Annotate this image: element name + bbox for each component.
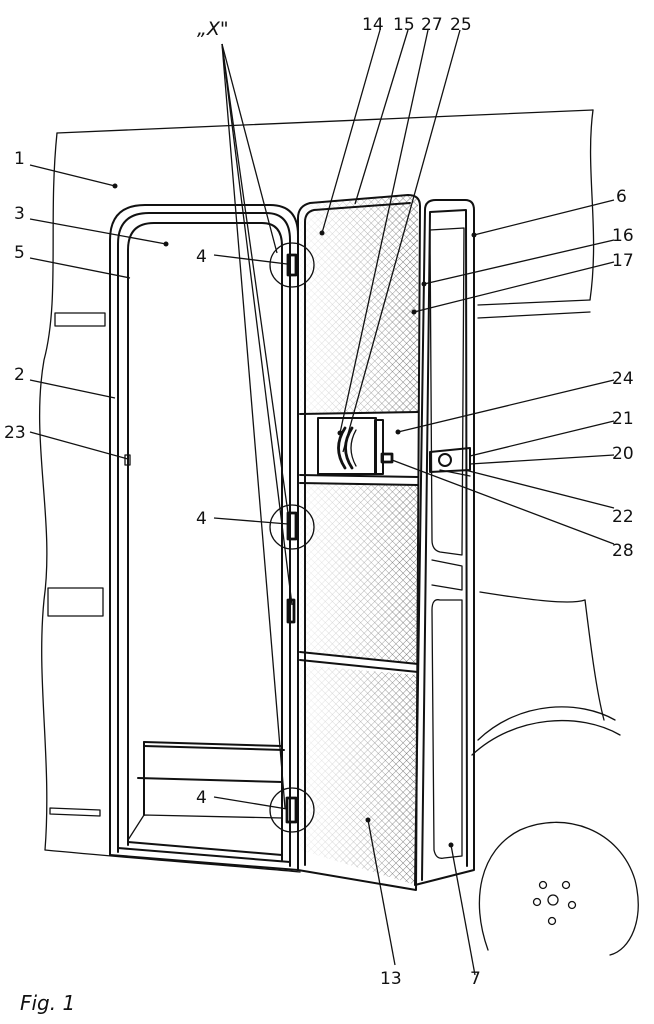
inner-door <box>297 194 421 891</box>
label-dots <box>112 183 477 848</box>
label-17: 17 <box>612 251 634 271</box>
door-latch <box>380 447 471 477</box>
label-25: 25 <box>450 15 472 35</box>
label-20: 20 <box>612 444 634 464</box>
door-frame <box>109 204 299 871</box>
label-15: 15 <box>393 15 415 35</box>
leader-lines <box>29 29 615 976</box>
label-4-bottom: 4 <box>196 788 207 808</box>
label-7: 7 <box>470 969 481 989</box>
label-4-middle: 4 <box>196 509 207 529</box>
inner-step <box>127 741 285 841</box>
label-5: 5 <box>14 243 25 263</box>
label-16: 16 <box>612 226 634 246</box>
label-21: 21 <box>612 409 634 429</box>
vehicle-body <box>38 109 621 873</box>
label-22: 22 <box>612 507 634 527</box>
label-4-top: 4 <box>196 247 207 267</box>
detail-marker-label: „X" <box>197 18 229 40</box>
label-23: 23 <box>4 423 26 443</box>
label-1: 1 <box>14 149 25 169</box>
outer-door <box>414 199 475 886</box>
label-27: 27 <box>421 15 443 35</box>
label-14: 14 <box>362 15 384 35</box>
label-6: 6 <box>616 187 627 207</box>
side-trim <box>47 312 106 817</box>
label-3: 3 <box>14 204 25 224</box>
label-13: 13 <box>380 969 402 989</box>
wheel <box>478 821 639 956</box>
figure-caption: Fig. 1 <box>20 991 75 1015</box>
label-24: 24 <box>612 369 634 389</box>
hinges <box>269 242 315 833</box>
label-2: 2 <box>14 365 25 385</box>
label-28: 28 <box>612 541 634 561</box>
reference-labels: „X" 1 3 5 2 23 4 4 4 14 15 27 25 6 16 17… <box>4 15 634 1015</box>
door-window <box>317 417 384 475</box>
